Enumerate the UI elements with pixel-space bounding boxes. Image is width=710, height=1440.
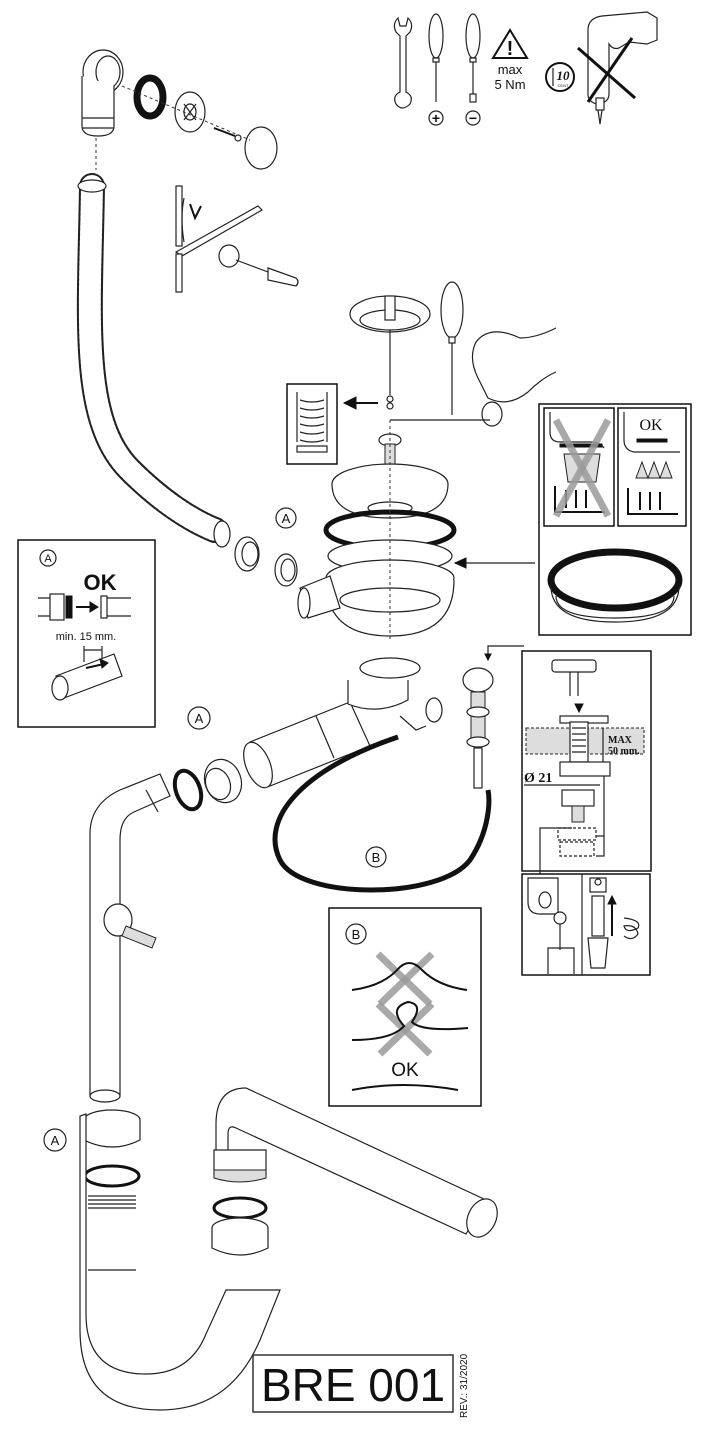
panel-b-ok: OK	[391, 1060, 419, 1081]
flat-symbol: −	[469, 110, 477, 126]
drain-housing	[297, 420, 535, 640]
pipe-insertion-panel: A OK min. 15 mm.	[17, 539, 156, 728]
model-label-box: BRE 001	[252, 1354, 454, 1413]
trap-nut-right	[211, 1196, 269, 1256]
torque-label-value: 5 Nm	[494, 77, 525, 92]
flat-screwdriver-icon: −	[465, 13, 481, 126]
appliance-inlet	[103, 903, 157, 949]
seal-ok-label: OK	[639, 417, 663, 434]
revision-label: REV.: 31/2020	[459, 1353, 470, 1418]
coin-unit: CENT	[558, 83, 569, 88]
gasket-a-middle	[172, 768, 204, 812]
button-install-panel: MAX 50 mm. Ø 21	[521, 650, 652, 880]
overflow-grid	[174, 91, 206, 133]
vertical-drain-pipe	[89, 773, 171, 1103]
button-detail-panel	[521, 873, 651, 976]
overflow-connector	[347, 657, 443, 731]
overflow-gasket	[133, 74, 167, 120]
outlet-pipe	[213, 1087, 498, 1238]
drain-tail-pipe	[243, 701, 371, 789]
svg-text:B: B	[372, 850, 381, 865]
seal-detail-panel: OK	[538, 403, 692, 636]
max-value: 50 mm.	[608, 746, 640, 757]
overflow-screw	[213, 127, 242, 142]
no-power-drill-icon	[577, 11, 658, 125]
arrow-left-icon	[342, 396, 378, 410]
phillips-screwdriver-icon: +	[428, 13, 444, 126]
svg-text:A: A	[51, 1133, 60, 1148]
trap-nut-left	[83, 1109, 141, 1148]
bowden-cable	[272, 734, 492, 893]
nut-a-top	[234, 536, 260, 572]
nut-a-middle	[203, 758, 243, 804]
min-length-label: min. 15 mm.	[56, 631, 117, 643]
overflow-cap	[244, 126, 278, 170]
cable-routing-panel: B OK	[328, 907, 482, 1107]
pop-up-button	[462, 645, 524, 789]
svg-text:A: A	[282, 511, 291, 526]
spring-detail-inset	[286, 383, 338, 465]
svg-text:A: A	[195, 711, 204, 726]
coin-value: 10	[557, 68, 571, 83]
sink-mount-illustration	[174, 185, 299, 293]
callout-a-bottom: A	[43, 1128, 67, 1152]
warning-triangle-icon: !	[491, 28, 529, 60]
wrench-icon	[393, 16, 413, 109]
diameter-label: Ø 21	[524, 771, 552, 786]
panel-b-label: B	[352, 927, 361, 942]
trap-ring-left	[83, 1164, 141, 1188]
panel-a-label: A	[44, 553, 52, 565]
phillips-symbol: +	[432, 110, 440, 126]
torque-label-max: max	[498, 62, 523, 77]
strainer-basket	[349, 295, 431, 410]
callout-a-middle: A	[187, 706, 211, 730]
overflow-elbow	[81, 49, 124, 170]
panel-a-ok: OK	[84, 570, 117, 595]
screwdriver-icon	[440, 281, 464, 415]
coin-10-cent-icon: 10 CENT	[545, 62, 575, 92]
overflow-flex-hose	[76, 173, 231, 548]
u-trap	[79, 1113, 281, 1411]
callout-b: B	[365, 846, 387, 868]
washer-a-top	[274, 553, 298, 587]
model-number: BRE 001	[261, 1359, 445, 1411]
callout-a-top: A	[275, 507, 297, 529]
max-label: MAX	[608, 735, 633, 746]
warning-symbol: !	[507, 38, 514, 60]
